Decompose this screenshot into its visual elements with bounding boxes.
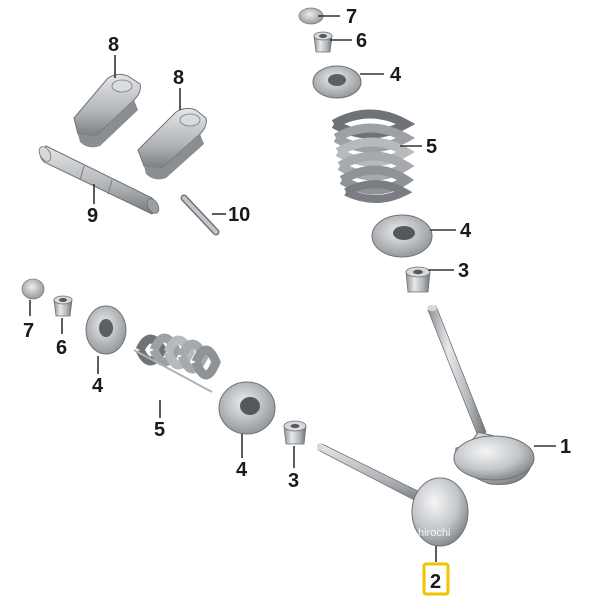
label-part-8-right: 8 (173, 67, 184, 89)
spring-seat-upper (371, 214, 433, 258)
label-part-5-lower: 5 (154, 419, 165, 441)
valve-spring-upper (331, 109, 416, 203)
label-part-6-lower: 6 (56, 337, 67, 359)
label-part-2: 2 (430, 571, 441, 593)
valve-intake: hirochi (317, 443, 469, 547)
highlight-box (422, 562, 450, 596)
label-part-6-upper: 6 (356, 30, 367, 52)
valve-stem-seal-lower (53, 295, 73, 317)
rocker-arm-right (137, 107, 207, 180)
rocker-shaft (38, 145, 160, 215)
label-part-10: 10 (228, 204, 250, 226)
label-part-1: 1 (560, 436, 571, 458)
label-part-3-upper: 3 (458, 260, 469, 282)
valve-stem-seal-lower-2 (283, 420, 307, 445)
valve-stem-seal-upper (313, 31, 333, 53)
label-part-8-left: 8 (108, 34, 119, 56)
rocker-arm-left (73, 73, 141, 148)
label-part-7-lower: 7 (23, 320, 34, 342)
spring-retainer-upper (312, 65, 362, 99)
pin (180, 194, 220, 236)
label-part-7-upper: 7 (346, 6, 357, 28)
spring-seat-lower (218, 381, 276, 435)
label-part-4-upper: 4 (460, 220, 472, 242)
label-part-3-lower: 3 (288, 470, 299, 492)
valve-stem-seal-upper-2 (405, 266, 431, 293)
spring-retainer-lower (85, 305, 127, 355)
label-part-4-lower: 4 (236, 459, 248, 481)
leader-lines (29, 15, 556, 562)
label-part-9: 9 (87, 205, 98, 227)
label-part-5-upper: 5 (426, 136, 437, 158)
label-part-4-left: 4 (92, 375, 104, 397)
valve-keeper-lower (21, 278, 45, 300)
valve-spring-lower (133, 333, 221, 393)
valve-exhaust (427, 305, 535, 486)
watermark: hirochi (418, 527, 450, 539)
label-part-4-top: 4 (390, 64, 402, 86)
